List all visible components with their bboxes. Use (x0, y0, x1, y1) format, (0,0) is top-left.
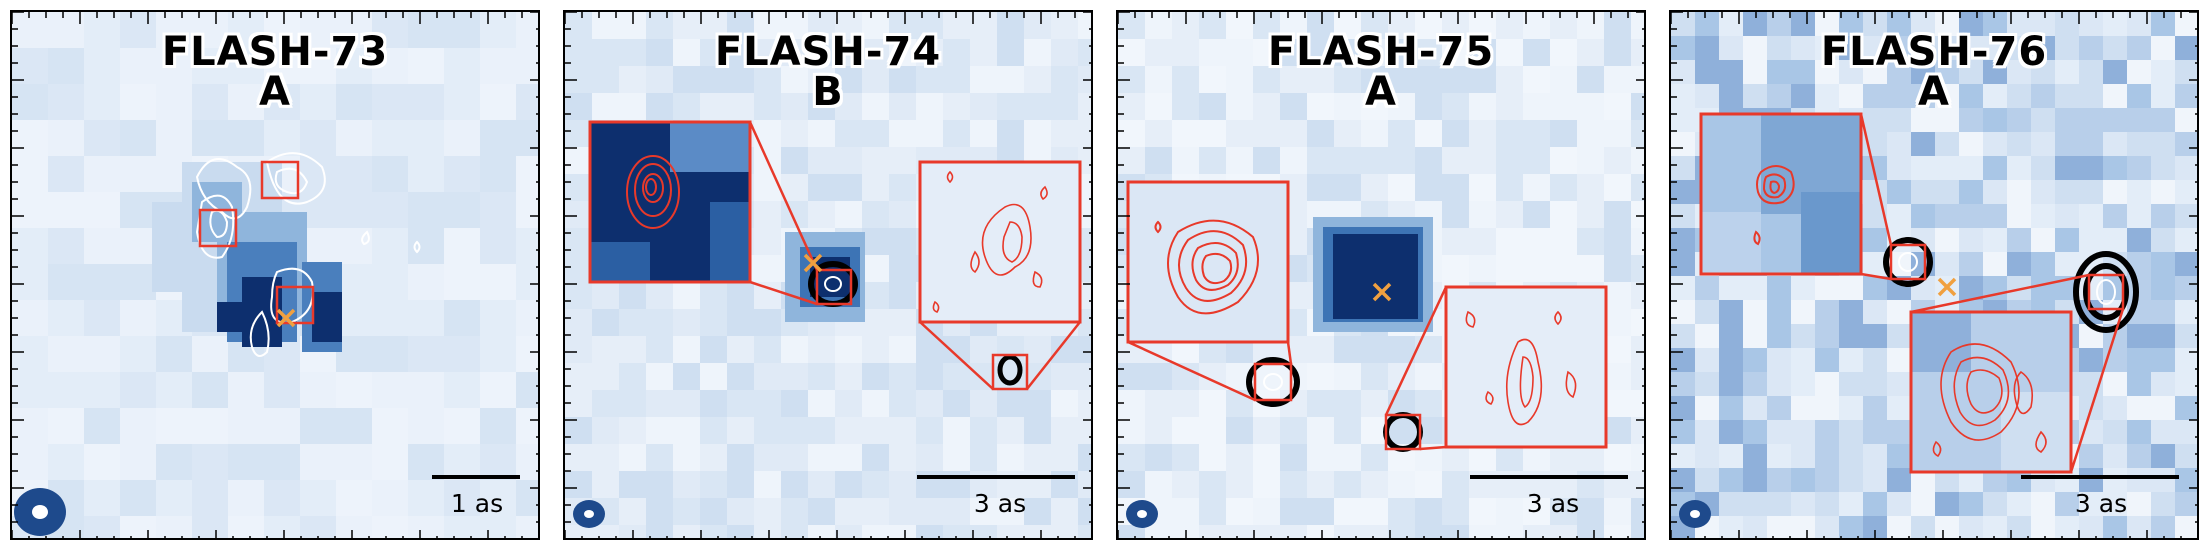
x-mark-icon (276, 308, 296, 328)
x-mark-icon (1937, 277, 1957, 297)
scale-label: 1 as (450, 489, 504, 518)
panel-title: FLASH-73 (161, 29, 389, 75)
beam-ellipse-icon (14, 488, 66, 536)
beam-ellipse-icon (1126, 500, 1158, 528)
inset-zoom (1699, 112, 1863, 276)
image-label: B (812, 69, 844, 115)
inset-zoom (918, 160, 1082, 324)
intensity-map (1671, 12, 2197, 538)
inset-zoom (1909, 310, 2073, 474)
panel-flash-75: FLASH-75 A 3 as (1116, 10, 1646, 540)
image-label: A (259, 69, 291, 115)
intensity-map (1118, 12, 1644, 538)
x-mark-icon (1372, 282, 1392, 302)
inset-zoom (1126, 180, 1290, 344)
intensity-map (12, 12, 538, 538)
panel-flash-73: FLASH-73 A 1 as (10, 10, 540, 540)
image-label: A (1918, 69, 1950, 115)
panel-title: FLASH-76 (1820, 29, 2048, 75)
scale-label: 3 as (1526, 489, 1580, 518)
inset-zoom (1444, 285, 1608, 449)
beam-ellipse-icon (1679, 500, 1711, 528)
x-mark-icon (803, 253, 823, 273)
scale-label: 3 as (973, 489, 1027, 518)
panel-title: FLASH-75 (1267, 29, 1495, 75)
panel-flash-74: FLASH-74 B 3 as (563, 10, 1093, 540)
scale-label: 3 as (2074, 489, 2128, 518)
panel-title: FLASH-74 (714, 29, 942, 75)
image-label: A (1365, 69, 1397, 115)
beam-ellipse-icon (573, 500, 605, 528)
intensity-map (565, 12, 1091, 538)
panel-flash-76: FLASH-76 A 3 as (1669, 10, 2199, 540)
inset-zoom (588, 120, 752, 284)
